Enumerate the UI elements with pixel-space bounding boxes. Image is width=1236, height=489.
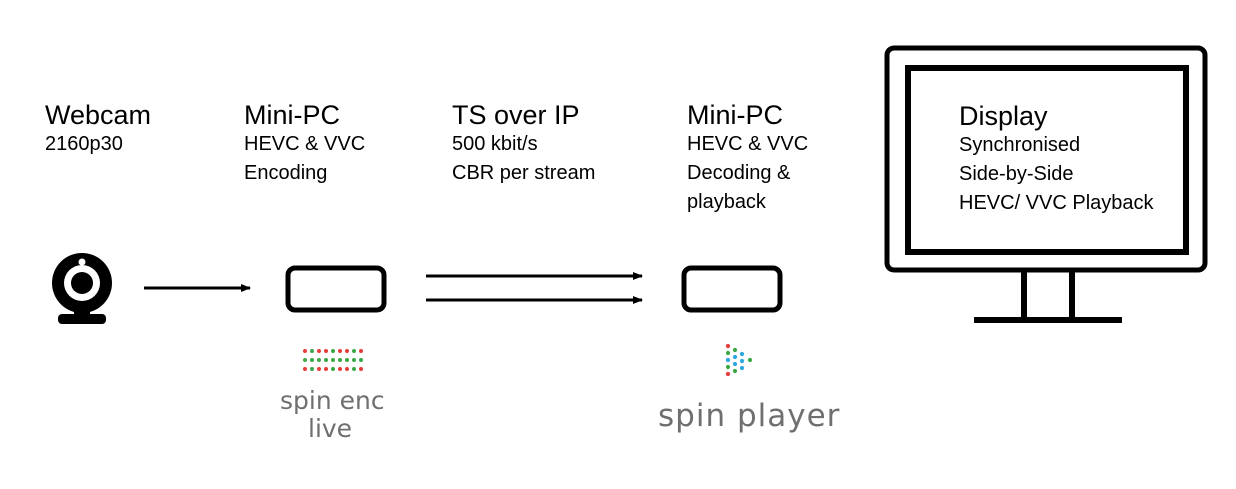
display-title: Display [959,101,1048,131]
spin-enc-logo-dot [331,358,335,362]
spin-enc-logo-dot [345,358,349,362]
spin-player-logo-dot [725,364,731,370]
spin-enc-logo-subtext: live [308,414,353,443]
spin-enc-logo-dot [324,358,328,362]
spin-enc-logo-dot [359,358,363,362]
spin-player-logo-dot [732,347,738,353]
spin-player-logo-dot [725,343,731,349]
webcam-title: Webcam [45,100,152,130]
display-line-1: Synchronised [959,134,1081,156]
spin-enc-logo-dot [331,349,335,353]
spin-player-logo-dot [725,371,731,377]
spin-player-logo-mark [725,343,753,377]
spin-enc-logo-dot [352,349,356,353]
spin-enc-logo-dot [331,367,335,371]
display-line-3: HEVC/ VVC Playback [959,192,1154,214]
spin-enc-logo-text: spin enc [280,386,385,415]
decoder-pc-line-3: playback [687,191,766,213]
spin-enc-logo-dot [352,358,356,362]
spin-enc-logo-dot [303,358,307,362]
webcam-label: Webcam 2160p30 [45,100,151,159]
decoder-mini-pc-icon [681,265,783,313]
spin-player-logo-dot [732,368,738,374]
webcam-icon [52,253,112,324]
decoder-pc-line-2: Decoding & [687,162,791,184]
spin-enc-logo-dot [324,367,328,371]
spin-enc-logo-dot [310,349,314,353]
encoder-pc-title: Mini-PC [244,100,341,130]
encoder-pc-line-2: Encoding [244,162,328,184]
spin-player-logo-dot [739,351,745,357]
spin-enc-logo-dot [310,358,314,362]
spin-enc-logo-dot [359,367,363,371]
spin-enc-logo-dot [359,349,363,353]
spin-player-logo-dot [739,358,745,364]
webcam-resolution: 2160p30 [45,133,123,155]
decoder-pc-title: Mini-PC [687,100,784,130]
spin-enc-logo-dot [345,367,349,371]
spin-enc-logo-dot [338,367,342,371]
transport-label: TS over IP 500 kbit/s CBR per stream [452,100,595,188]
spin-enc-logo-dot [310,367,314,371]
encoder-pc-line-1: HEVC & VVC [244,133,366,155]
transport-line-2: CBR per stream [452,162,596,184]
spin-enc-logo-dot [317,349,321,353]
spin-enc-logo-mark [303,349,363,371]
encoder-mini-pc-icon [285,265,387,313]
monitor-icon [884,45,1208,323]
spin-player-logo-dot [739,365,745,371]
spin-player-logo-dot [732,361,738,367]
spin-enc-logo-dot [303,349,307,353]
spin-enc-logo-dot [345,349,349,353]
transport-line-1: 500 kbit/s [452,133,538,155]
transport-title: TS over IP [452,100,580,130]
display-label: Display Synchronised Side-by-Side HEVC/ … [959,101,1154,218]
spin-player-logo-dot [747,357,753,363]
decoder-pc-line-1: HEVC & VVC [687,133,809,155]
display-line-2: Side-by-Side [959,163,1074,185]
spin-enc-logo-dot [338,349,342,353]
spin-enc-logo-dot [338,358,342,362]
decoder-pc-label: Mini-PC HEVC & VVC Decoding & playback [687,100,808,217]
spin-player-logo-dot [725,350,731,356]
spin-player-logo-dot [725,357,731,363]
spin-enc-logo-dot [324,349,328,353]
encoder-pc-label: Mini-PC HEVC & VVC Encoding [244,100,365,188]
spin-enc-logo-dot [317,367,321,371]
spin-player-logo-dot [732,354,738,360]
spin-player-logo-text: spin player [658,398,841,434]
spin-enc-logo-dot [317,358,321,362]
spin-enc-logo-dot [303,367,307,371]
spin-enc-logo-dot [352,367,356,371]
